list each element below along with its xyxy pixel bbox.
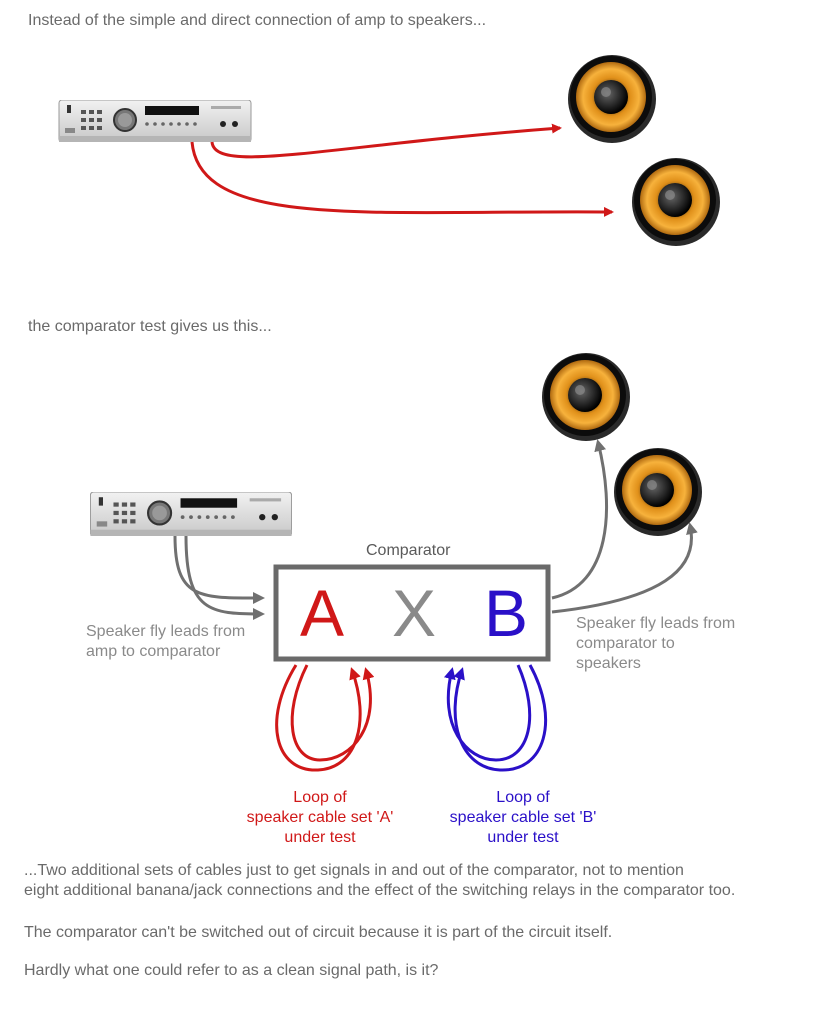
loop-a-cables <box>275 664 375 772</box>
speaker-leads-label: Speaker fly leads from comparator to spe… <box>576 615 736 672</box>
footer-line-1: ...Two additional sets of cables just to… <box>24 862 684 879</box>
amp-to-speaker1-cable <box>210 123 562 159</box>
amp-to-speaker2-cable <box>190 141 614 217</box>
comparator-title: Comparator <box>366 542 451 559</box>
speaker-icon <box>568 55 656 143</box>
loop-b-cables <box>443 664 547 772</box>
footer-line-3: The comparator can't be switched out of … <box>24 924 613 941</box>
comparator-letter-x: X <box>392 576 437 650</box>
footer-line-4: Hardly what one could refer to as a clea… <box>24 962 439 979</box>
footer-line-2: eight additional banana/jack connections… <box>24 882 736 899</box>
amplifier-icon <box>57 100 253 142</box>
comparator-letter-a: A <box>300 576 345 650</box>
speaker-icon <box>632 158 720 246</box>
speaker-icon <box>542 353 630 441</box>
amp-leads-label: Speaker fly leads from amp to comparator <box>86 623 246 660</box>
comparator-box <box>273 564 551 662</box>
comparator-letter-b: B <box>484 576 529 650</box>
amp-lead-2 <box>184 535 265 620</box>
speaker-lead-1 <box>551 439 609 600</box>
amplifier-icon <box>90 492 292 536</box>
middle-text: the comparator test gives us this... <box>28 318 272 335</box>
speaker-icon <box>614 448 702 536</box>
loop-b-label: Loop of speaker cable set 'B' under test <box>449 789 597 846</box>
speaker-lead-2 <box>551 522 698 614</box>
loop-a-label: Loop of speaker cable set 'A' under test <box>246 789 394 846</box>
intro-text: Instead of the simple and direct connect… <box>28 12 487 29</box>
